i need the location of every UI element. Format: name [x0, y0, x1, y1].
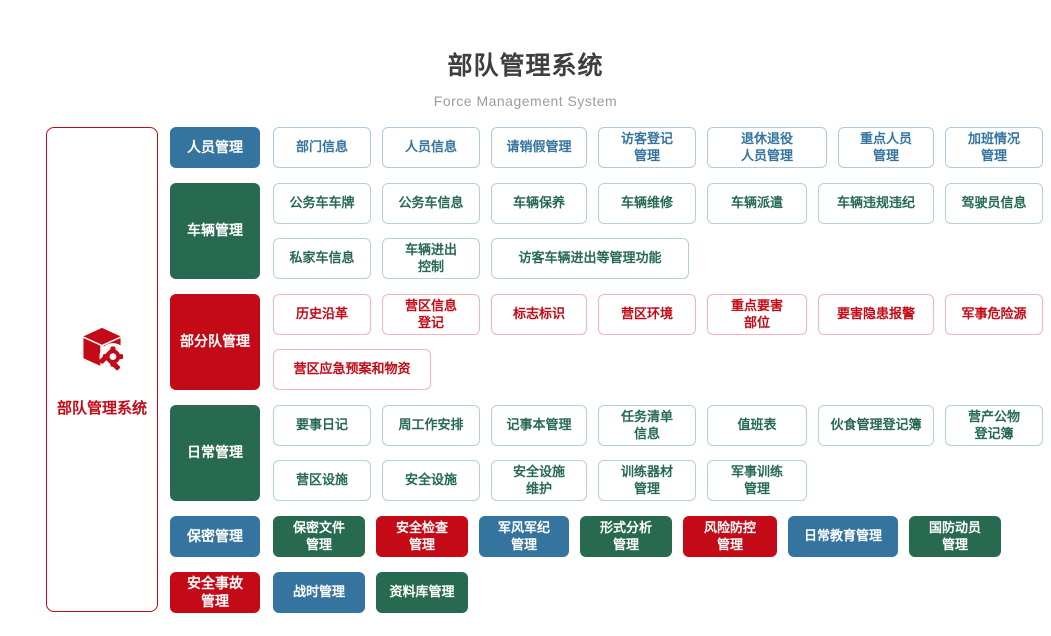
category-vehicle: 车辆管理	[170, 183, 260, 279]
module-box: 安全检查 管理	[376, 516, 468, 557]
node-item: 任务清单 信息	[598, 405, 696, 446]
node-item: 重点人员 管理	[838, 127, 934, 168]
node-item: 驾驶员信息	[945, 183, 1043, 224]
row-subunit: 部分队管理 历史沿革 营区信息 登记 标志标识 营区环境 重点要害 部位 要害隐…	[170, 294, 1043, 390]
module-box: 形式分析 管理	[580, 516, 672, 557]
node-item: 车辆保养	[491, 183, 587, 224]
node-item: 退休退役 人员管理	[707, 127, 827, 168]
node-item: 营产公物 登记簿	[945, 405, 1043, 446]
module-box: 日常教育管理	[788, 516, 898, 557]
node-item: 车辆违规违纪	[818, 183, 934, 224]
node-item: 请销假管理	[491, 127, 587, 168]
node-item: 历史沿革	[273, 294, 371, 335]
module-box: 保密文件 管理	[273, 516, 365, 557]
node-item: 值班表	[707, 405, 807, 446]
page-header: 部队管理系统 Force Management System	[0, 0, 1051, 109]
module-box: 军风军纪 管理	[479, 516, 569, 557]
node-item: 车辆派遣	[707, 183, 807, 224]
node-item: 安全设施	[382, 460, 480, 501]
node-item: 部门信息	[273, 127, 371, 168]
module-box: 国防动员 管理	[909, 516, 1001, 557]
module-box: 战时管理	[273, 572, 365, 613]
node-item: 重点要害 部位	[707, 294, 807, 335]
category-personnel: 人员管理	[170, 127, 260, 168]
node-item: 访客车辆进出等管理功能	[491, 238, 689, 279]
node-item: 军事训练 管理	[707, 460, 807, 501]
node-item: 营区环境	[598, 294, 696, 335]
node-item: 人员信息	[382, 127, 480, 168]
system-root-label: 部队管理系统	[56, 399, 147, 417]
node-item: 加班情况 管理	[945, 127, 1043, 168]
node-item: 军事危险源	[945, 294, 1043, 335]
module-box: 资料库管理	[376, 572, 468, 613]
node-item: 访客登记 管理	[598, 127, 696, 168]
node-item: 训练器材 管理	[598, 460, 696, 501]
node-item: 要害隐患报警	[818, 294, 934, 335]
category-secrecy: 保密管理	[170, 516, 260, 557]
system-root-panel: 部队管理系统	[46, 127, 158, 612]
node-item: 营区信息 登记	[382, 294, 480, 335]
node-item: 公务车车牌	[273, 183, 371, 224]
diagram-content: 人员管理 部门信息 人员信息 请销假管理 访客登记 管理 退休退役 人员管理 重…	[170, 127, 1043, 613]
row-safety-accident: 安全事故 管理 战时管理 资料库管理	[170, 572, 1043, 613]
category-subunit: 部分队管理	[170, 294, 260, 390]
page-subtitle: Force Management System	[433, 93, 618, 109]
row-secrecy: 保密管理 保密文件 管理 安全检查 管理 军风军纪 管理 形式分析 管理 风险防…	[170, 516, 1043, 557]
node-item: 私家车信息	[273, 238, 371, 279]
node-item: 车辆进出 控制	[382, 238, 480, 279]
row-personnel: 人员管理 部门信息 人员信息 请销假管理 访客登记 管理 退休退役 人员管理 重…	[170, 127, 1043, 168]
category-safety-accident: 安全事故 管理	[170, 572, 260, 613]
row-daily: 日常管理 要事日记 周工作安排 记事本管理 任务清单 信息 值班表 伙食管理登记…	[170, 405, 1043, 501]
node-item: 营区应急预案和物资	[273, 349, 431, 390]
node-item: 营区设施	[273, 460, 371, 501]
cube-gear-icon	[75, 322, 129, 381]
node-item: 伙食管理登记簿	[818, 405, 934, 446]
node-item: 安全设施 维护	[491, 460, 587, 501]
node-item: 周工作安排	[382, 405, 480, 446]
row-vehicle: 车辆管理 公务车车牌 公务车信息 车辆保养 车辆维修 车辆派遣 车辆违规违纪 驾…	[170, 183, 1043, 279]
node-item: 车辆维修	[598, 183, 696, 224]
node-item: 要事日记	[273, 405, 371, 446]
category-daily: 日常管理	[170, 405, 260, 501]
diagram: 部队管理系统 人员管理 部门信息 人员信息 请销假管理 访客登记 管理 退休退役…	[46, 127, 1043, 613]
node-item: 记事本管理	[491, 405, 587, 446]
node-item: 标志标识	[491, 294, 587, 335]
module-box: 风险防控 管理	[683, 516, 777, 557]
page-title: 部队管理系统	[447, 52, 604, 80]
node-item: 公务车信息	[382, 183, 480, 224]
